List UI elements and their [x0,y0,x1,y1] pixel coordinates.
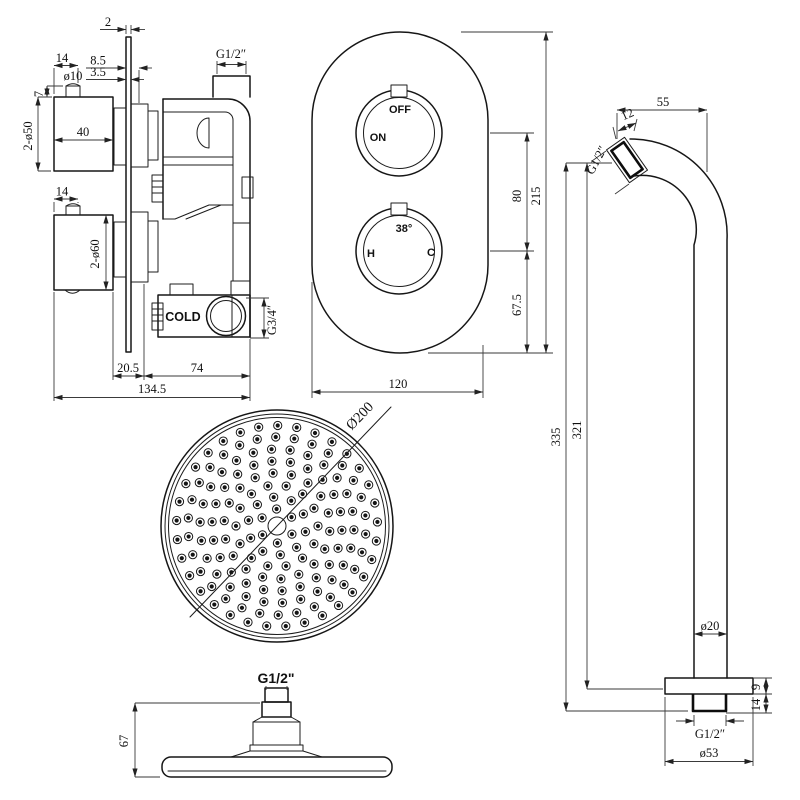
face-plate [125,36,132,353]
shower-arm-view: 55 12 G1/2″ 335 321 ø20 9 14 G1/2″ ø53 [549,95,772,766]
dim-2-phi50: 2-ø50 [21,121,35,150]
dim-7: 7 [32,91,46,97]
dim-9: 9 [749,684,763,690]
dim-8-5: 8.5 [90,54,106,68]
arm-inlet-fitting [606,136,648,184]
valve-side-view: COLD 2 8.5 3.5 14 ø10 7 2-ø50 40 [21,15,279,401]
nozzle-pattern [172,420,383,631]
head-nut [261,701,292,718]
dim-14: 14 [749,698,763,711]
arm-outer-curve [629,138,728,679]
cold-outlet-circle [205,295,247,337]
dim-120: 120 [389,377,408,391]
dim-80: 80 [510,190,524,203]
shower-head-side-view: G1/2" 67 [117,670,393,778]
thread-cold-label: G3/4″ [265,305,279,335]
dim-14-top: 14 [56,51,69,65]
diameter-line [189,406,392,618]
top-handle-body [53,96,114,172]
section-break [162,204,234,220]
knob-hot-label: H [367,248,375,260]
face-plate-outline [311,31,489,354]
head-disc [161,756,393,778]
onoff-knob-tab [390,84,408,98]
dim-plate-thickness: 2 [105,15,111,29]
head-thread [264,687,289,703]
dim-40: 40 [77,125,90,139]
dim-phi20: ø20 [701,619,720,633]
knob-temp-label: 38° [396,223,413,235]
top-handle-stub [65,85,81,98]
head-center-hub [267,516,287,536]
wall-flange [664,677,754,695]
dim-74: 74 [191,361,204,375]
bottom-handle-stub [65,205,81,216]
head-neck [252,721,301,746]
temp-knob-tab [390,202,408,216]
top-outlet-port [212,75,251,98]
valve-body-outline [162,98,251,338]
bottom-handle-body [53,214,114,291]
shower-head-top-view: Ø200 [160,399,394,643]
thread-top-label: G1/2″ [216,47,246,61]
head-rim-outer [160,409,394,643]
head-thread-label: G1/2" [258,670,295,686]
dim-215: 215 [529,187,543,206]
dim-phi10: ø10 [64,69,83,83]
dim-12: 12 [619,105,636,123]
knob-cold-label: C [427,247,435,259]
cold-label: COLD [165,310,200,324]
dim-phi200: Ø200 [343,399,377,433]
dim-55: 55 [657,95,670,109]
cartridge-dome [196,117,210,149]
dim-20-5: 20.5 [117,361,139,375]
valve-front-view: OFF ON 38° H C 80 67.5 215 120 [311,31,553,398]
knob-on-label: ON [370,132,387,144]
dim-2-phi60: 2-ø60 [88,239,102,268]
dim-67: 67 [117,735,131,748]
arm-thread-outlet-label: G1/2″ [695,727,725,741]
dim-321: 321 [570,421,584,440]
arm-outlet-thread [691,694,728,713]
knob-off-label: OFF [389,104,411,116]
dim-335: 335 [549,428,563,447]
inlet-port-lower [151,302,164,331]
dim-67-5: 67.5 [510,294,524,316]
dim-14-bottom: 14 [56,185,69,199]
dim-3-5: 3.5 [90,65,106,79]
inlet-port-upper [151,174,164,203]
cold-outlet-body [157,294,251,338]
dim-134-5: 134.5 [138,382,166,396]
dim-phi53: ø53 [700,746,719,760]
arm-inner-curve [633,174,698,679]
